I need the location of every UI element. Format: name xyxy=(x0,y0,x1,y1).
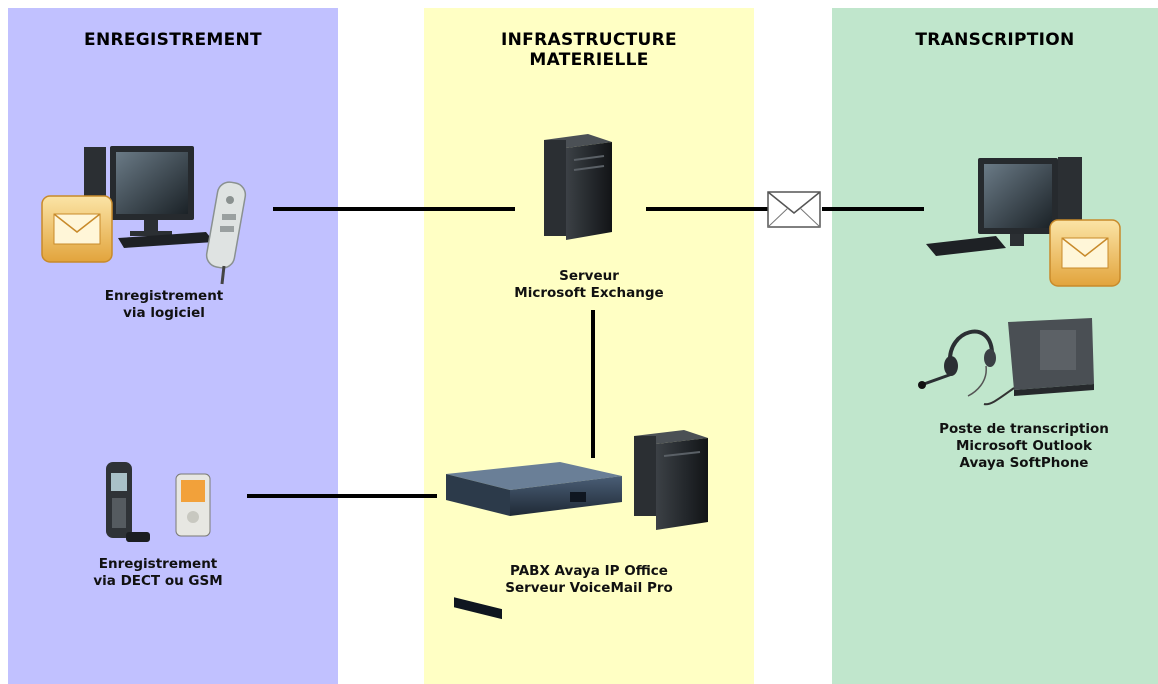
caption-line: via DECT ou GSM xyxy=(93,573,223,589)
pabx-unit-icon xyxy=(446,462,622,620)
column-title-infrastructure-line1: INFRASTRUCTURE xyxy=(501,30,677,50)
foot-pedal-icon xyxy=(983,318,1094,406)
column-infrastructure: INFRASTRUCTURE MATERIELLE xyxy=(424,8,754,684)
mail-envelope-icon xyxy=(1049,219,1121,287)
caption-line: via logiciel xyxy=(123,305,205,321)
caption-line: Serveur xyxy=(559,268,619,284)
caption-line: Avaya SoftPhone xyxy=(959,455,1089,471)
caption-line: Enregistrement xyxy=(104,288,224,304)
caption-line: Poste de transcription xyxy=(939,421,1109,437)
caption-exchange-server: Serveur Microsoft Exchange xyxy=(474,268,704,302)
caption-line: Enregistrement xyxy=(98,556,218,572)
caption-line: Serveur VoiceMail Pro xyxy=(505,580,673,596)
gsm-phone-icon xyxy=(175,473,211,537)
dictaphone-icon xyxy=(205,181,247,285)
column-title-infrastructure-line2: MATERIELLE xyxy=(529,50,649,70)
caption-pabx: PABX Avaya IP Office Serveur VoiceMail P… xyxy=(464,563,714,597)
column-enregistrement: ENREGISTREMENT xyxy=(8,8,338,684)
caption-line: Microsoft Exchange xyxy=(514,285,664,301)
caption-transcription-station: Poste de transcription Microsoft Outlook… xyxy=(904,421,1144,472)
column-transcription: TRANSCRIPTION xyxy=(832,8,1158,684)
server-tower-icon xyxy=(634,430,708,530)
caption-line: Microsoft Outlook xyxy=(955,438,1093,454)
mail-envelope-icon xyxy=(767,191,821,228)
column-title-enregistrement: ENREGISTREMENT xyxy=(84,30,262,50)
headset-icon xyxy=(918,329,996,397)
caption-line: PABX Avaya IP Office xyxy=(510,563,668,579)
column-title-transcription: TRANSCRIPTION xyxy=(915,30,1075,50)
caption-phone-recording: Enregistrement via DECT ou GSM xyxy=(48,556,268,590)
caption-software-recording: Enregistrement via logiciel xyxy=(64,288,264,322)
server-tower-icon xyxy=(544,134,612,240)
dect-phone-icon xyxy=(106,462,150,542)
mail-envelope-icon xyxy=(41,195,113,263)
